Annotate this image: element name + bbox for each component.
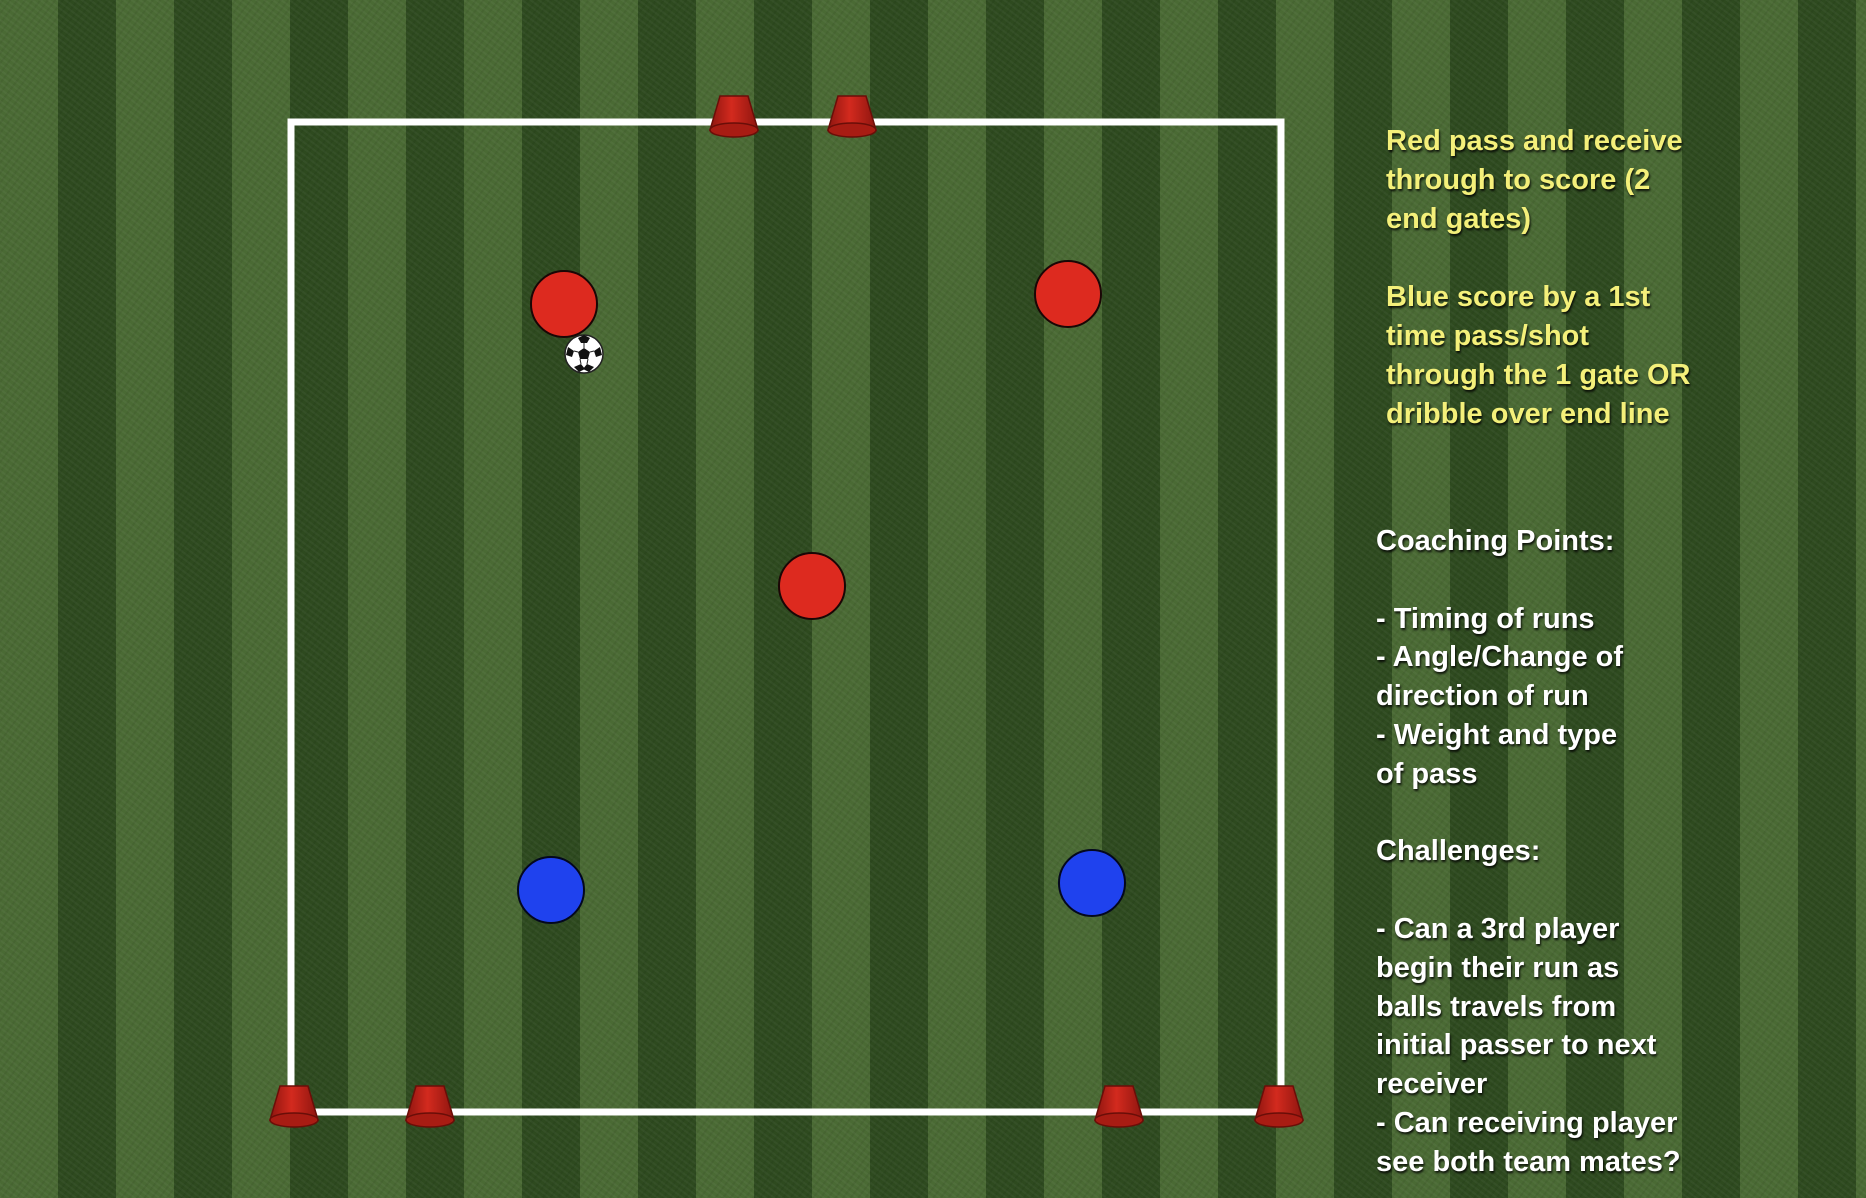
playing-area-boundary bbox=[287, 118, 1285, 1116]
soccer-ball-icon bbox=[564, 334, 604, 374]
red-player bbox=[1034, 260, 1102, 328]
blue-player bbox=[517, 856, 585, 924]
cone-icon bbox=[708, 95, 760, 138]
cone-icon bbox=[1253, 1085, 1305, 1128]
coaching-points-text: Coaching Points: - Timing of runs - Angl… bbox=[1376, 525, 1681, 1178]
cone-icon bbox=[826, 95, 878, 138]
cone-icon bbox=[1093, 1085, 1145, 1128]
cone-icon bbox=[268, 1085, 320, 1128]
red-player bbox=[778, 552, 846, 620]
cone-icon bbox=[404, 1085, 456, 1128]
blue-player bbox=[1058, 849, 1126, 917]
scoring-rules-text: Red pass and receive through to score (2… bbox=[1386, 125, 1691, 430]
red-player bbox=[530, 270, 598, 338]
